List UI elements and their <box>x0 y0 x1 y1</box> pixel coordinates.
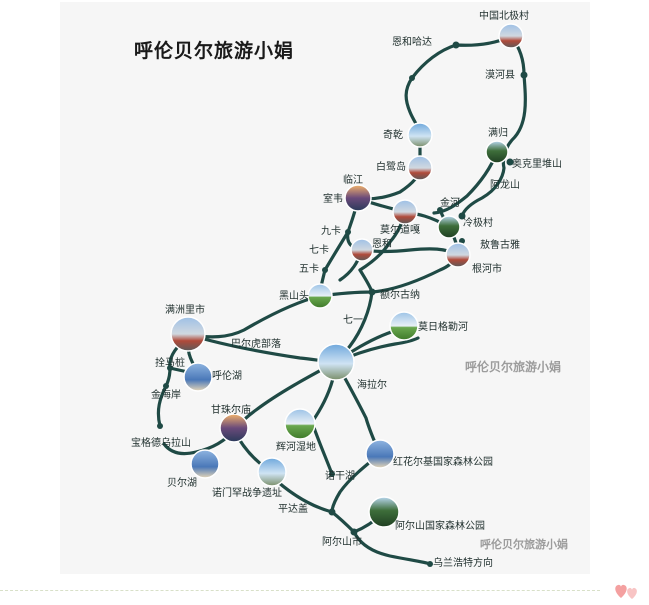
photo-honghuaerji <box>365 439 395 469</box>
route-lines <box>156 34 527 566</box>
photo-heishantou <box>307 283 333 309</box>
label-hulunhu: 呼伦湖 <box>212 371 242 382</box>
photo-hulunhu <box>183 362 213 392</box>
photo-hailaer <box>317 343 355 381</box>
bottom-divider <box>0 590 600 591</box>
label-aershan-park: 阿尔山国家森林公园 <box>395 521 485 532</box>
label-qiqian: 奇乾 <box>383 130 403 141</box>
label-mohe-north-village: 中国北极村 <box>479 11 529 22</box>
label-enhe: 恩和 <box>372 239 392 250</box>
label-eerguna: 额尔古纳 <box>380 290 420 301</box>
photo-ganzhuer <box>219 413 249 443</box>
label-pingdagai: 平达盖 <box>278 504 308 515</box>
map-card: 呼伦贝尔旅游小娟 呼伦贝尔旅游小娟 呼伦贝尔旅游小娟 中国北极村 恩和哈达 漠河… <box>60 2 590 574</box>
photo-enhe <box>350 238 374 262</box>
photo-aershan-park <box>368 496 400 528</box>
label-enhehada: 恩和哈达 <box>392 37 432 48</box>
label-mohe-county: 漠河县 <box>485 70 515 81</box>
label-huihe: 辉河湿地 <box>276 442 316 453</box>
photo-shiwei <box>344 184 372 212</box>
label-wuka: 五卡 <box>299 264 319 275</box>
label-aershan-city: 阿尔山市 <box>322 537 362 548</box>
photo-qiqian <box>407 122 433 148</box>
label-linjiang: 临江 <box>343 175 363 186</box>
watermark: 呼伦贝尔旅游小娟 <box>465 360 562 374</box>
photo-lengjicun <box>437 215 461 239</box>
photo-beierhu <box>190 449 220 479</box>
label-shiwei: 室韦 <box>323 194 343 205</box>
photo-nuomenhan <box>257 457 287 487</box>
photo-mangui <box>485 140 509 164</box>
label-nuomenhan: 诺门罕战争遗址 <box>212 488 282 499</box>
label-shuanmazhuang: 拴马桩 <box>155 358 185 369</box>
label-moerdaoga: 莫尔道嘎 <box>380 225 420 236</box>
map-title: 呼伦贝尔旅游小娟 <box>134 40 295 62</box>
label-jinhe: 金河 <box>440 198 460 209</box>
label-heishantou: 黑山头 <box>279 291 309 302</box>
photo-huihe <box>284 408 316 440</box>
photo-manzhouli <box>170 316 206 352</box>
label-beierhu: 贝尔湖 <box>167 478 197 489</box>
label-jinhaian: 金海岸 <box>151 390 181 401</box>
label-aokeli-duishan: 奥克里堆山 <box>512 159 562 170</box>
label-qiyi: 七一 <box>343 315 363 326</box>
label-bailudao: 白鹭岛 <box>376 162 406 173</box>
label-mangui: 满归 <box>488 128 508 139</box>
photo-bailudao <box>407 155 433 181</box>
label-hailaer: 海拉尔 <box>357 380 387 391</box>
label-wulanhaote: 乌兰浩特方向 <box>433 558 493 569</box>
route-map <box>156 23 528 567</box>
watermark: 呼伦贝尔旅游小娟 <box>480 538 568 551</box>
photo-markers <box>170 23 524 528</box>
label-ganzhuer: 甘珠尔庙 <box>211 405 251 416</box>
photo-morigele <box>389 311 419 341</box>
label-nuoganhu: 诺干湖 <box>325 471 355 482</box>
label-lengjicun: 冷极村 <box>463 218 493 229</box>
label-alongshan: 阿龙山 <box>490 180 520 191</box>
label-manzhouli: 满洲里市 <box>165 305 205 316</box>
label-baerhu: 巴尔虎部落 <box>231 339 281 350</box>
photo-moerdaoga <box>392 199 418 225</box>
label-morigele: 莫日格勒河 <box>418 322 468 333</box>
photo-genhe <box>445 242 471 268</box>
photo-beijicun <box>498 23 524 49</box>
label-baogedewula: 宝格德乌拉山 <box>131 438 191 449</box>
label-genhe: 根河市 <box>472 264 502 275</box>
label-honghuaerji: 红花尔基国家森林公园 <box>393 457 493 468</box>
label-qika: 七卡 <box>309 245 329 256</box>
heart-icon <box>615 584 637 599</box>
label-jiuka: 九卡 <box>321 226 341 237</box>
label-aoluguya: 敖鲁古雅 <box>480 240 520 251</box>
